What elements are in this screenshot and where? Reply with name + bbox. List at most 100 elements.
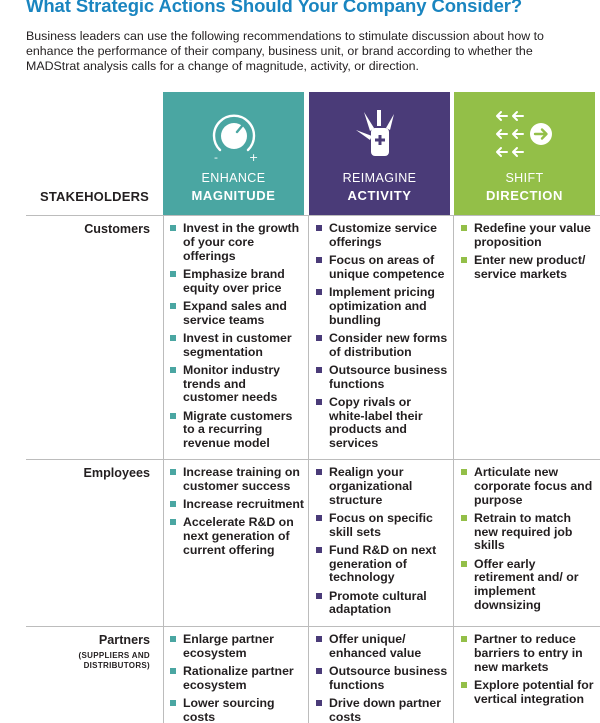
bullet-square-icon: [170, 519, 176, 526]
column-divider: [453, 216, 454, 723]
bullet-square-icon: [316, 592, 322, 599]
list-item: Lower sourcing costs: [170, 695, 304, 723]
bullet-square-icon: [461, 681, 467, 688]
list-item: Consider new forms of distribution: [316, 330, 448, 360]
intro-paragraph: Business leaders can use the following r…: [26, 29, 544, 74]
list-item: Focus on areas of unique competence: [316, 253, 448, 282]
list-item-text: Redefine your value proposition: [474, 221, 591, 249]
list-item-text: Increase training on customer success: [183, 465, 300, 493]
list-item: Invest in customer segmentation: [170, 330, 304, 360]
list-item-text: Retrain to match new required job skills: [474, 510, 573, 553]
list-item-text: Articulate new corporate focus and purpo…: [474, 465, 593, 507]
list-item-text: Offer early retirement and/ or implement…: [474, 556, 579, 612]
bullet-square-icon: [461, 636, 467, 642]
row-sublabel-partners: (SUPPLIERS AND DISTRIBUTORS): [40, 651, 150, 671]
column-header-line1: ENHANCE: [201, 171, 266, 185]
list-item: Implement pricing optimization and bundl…: [316, 284, 448, 327]
row-divider: [26, 459, 600, 460]
row-sublabel-text: (SUPPLIERS AND DISTRIBUTORS): [78, 651, 150, 670]
list-item-text: Partner to reduce barriers to entry in n…: [474, 632, 583, 674]
list-item: Outsource business functions: [316, 363, 448, 392]
bullet-square-icon: [316, 288, 322, 295]
bullet-square-icon: [316, 636, 322, 642]
column-header-line2: DIRECTION: [486, 188, 563, 203]
bullet-square-icon: [316, 225, 322, 231]
list-item-text: Implement pricing optimization and bundl…: [329, 284, 435, 327]
list-item: Fund R&D on next generation of technolog…: [316, 542, 448, 585]
bullet-square-icon: [170, 270, 176, 277]
list-item: Copy rivals or white-label their product…: [316, 395, 448, 451]
list-item: Customize service offerings: [316, 221, 448, 250]
list-item-text: Outsource business functions: [329, 663, 448, 692]
bullet-square-icon: [170, 302, 176, 309]
stakeholders-label: STAKEHOLDERS: [40, 189, 150, 204]
bullet-square-icon: [316, 514, 322, 521]
bullet-square-icon: [170, 500, 176, 507]
list-item: Articulate new corporate focus and purpo…: [461, 465, 595, 507]
list-item: Redefine your value proposition: [461, 221, 595, 250]
list-item-text: Consider new forms of distribution: [329, 330, 448, 359]
list-item-text: Rationalize partner ecosystem: [183, 663, 294, 692]
list-item: Offer unique/ enhanced value: [316, 632, 448, 661]
partners-direction-list: Partner to reduce barriers to entry in n…: [461, 632, 595, 711]
list-item-text: Focus on specific skill sets: [329, 510, 433, 539]
list-item-text: Promote cultural adaptation: [329, 588, 427, 617]
list-item-text: Realign your organizational structure: [329, 465, 413, 507]
bullet-square-icon: [316, 256, 322, 263]
list-item-text: Invest in the growth of your core offeri…: [183, 221, 300, 263]
list-item-text: Lower sourcing costs: [183, 695, 275, 723]
list-item-text: Customize service offerings: [329, 221, 437, 249]
column-header-line1: SHIFT: [505, 171, 544, 185]
row-label-partners: Partners: [98, 633, 150, 647]
row-label-customers: Customers: [84, 222, 150, 236]
list-item-text: Accelerate R&D on next generation of cur…: [183, 515, 294, 557]
column-header-magnitude: - + ENHANCE MAGNITUDE: [163, 92, 304, 215]
row-divider: [26, 626, 600, 627]
column-header-line2: MAGNITUDE: [191, 188, 276, 203]
list-item-text: Invest in customer segmentation: [183, 330, 292, 359]
bullet-square-icon: [170, 699, 176, 706]
column-divider: [163, 216, 164, 723]
bullet-square-icon: [170, 667, 176, 674]
list-item: Retrain to match new required job skills: [461, 510, 595, 553]
list-item: Emphasize brand equity over price: [170, 267, 304, 296]
bullet-square-icon: [170, 469, 176, 475]
column-header-line1: REIMAGINE: [342, 171, 417, 185]
bullet-square-icon: [170, 412, 176, 419]
list-item: Increase training on customer success: [170, 465, 304, 494]
bullet-square-icon: [316, 546, 322, 553]
plus-sign: +: [249, 151, 258, 162]
list-item: Accelerate R&D on next generation of cur…: [170, 515, 304, 557]
row-label-employees: Employees: [83, 466, 151, 480]
list-item: Realign your organizational structure: [316, 465, 448, 507]
list-item-text: Enter new product/ service markets: [474, 252, 586, 281]
list-item-text: Increase recruitment: [183, 496, 304, 511]
list-item: Monitor industry trends and customer nee…: [170, 362, 304, 405]
bullet-square-icon: [170, 636, 176, 642]
list-item-text: Offer unique/ enhanced value: [329, 632, 422, 660]
list-item: Drive down partner costs: [316, 696, 448, 723]
customers-magnitude-list: Invest in the growth of your core offeri…: [170, 221, 304, 455]
list-item: Migrate customers to a recurring revenue…: [170, 409, 304, 451]
list-item: Increase recruitment: [170, 496, 304, 512]
dial-knob-icon: - +: [212, 114, 258, 162]
bullet-square-icon: [170, 225, 176, 231]
list-item-text: Monitor industry trends and customer nee…: [183, 362, 281, 405]
list-item: Expand sales and service teams: [170, 299, 304, 328]
bullet-square-icon: [461, 514, 467, 521]
list-item: Offer early retirement and/ or implement…: [461, 556, 595, 613]
list-item: Outsource business functions: [316, 663, 448, 693]
list-item-text: Fund R&D on next generation of technolog…: [329, 542, 437, 585]
list-item: Invest in the growth of your core offeri…: [170, 221, 304, 263]
list-item: Rationalize partner ecosystem: [170, 663, 304, 693]
page-title: What Strategic Actions Should Your Compa…: [26, 0, 523, 16]
bullet-square-icon: [461, 560, 467, 567]
list-item: Focus on specific skill sets: [316, 510, 448, 540]
list-item: Enlarge partner ecosystem: [170, 632, 304, 661]
bullet-square-icon: [461, 256, 467, 263]
